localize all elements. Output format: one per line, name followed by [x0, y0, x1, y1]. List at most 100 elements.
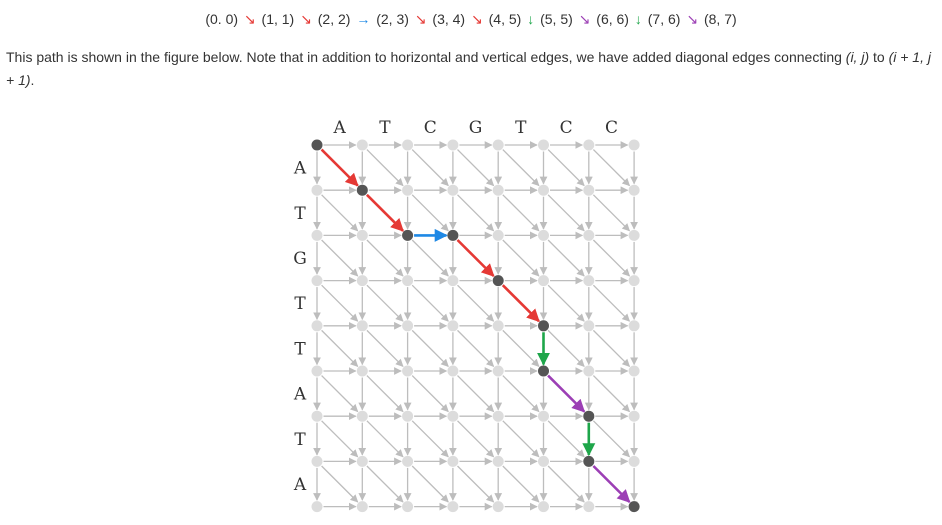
grid-node: [538, 275, 549, 287]
grid-node: [628, 320, 640, 332]
grid-node: [447, 410, 459, 422]
top-sequence-letter: C: [560, 118, 573, 138]
description-coordinate-from: (i, j): [845, 49, 870, 65]
grid-edge-diagonal: [457, 375, 495, 413]
grid-node: [402, 501, 414, 513]
grid-edge-diagonal: [592, 420, 631, 458]
grid-edge-diagonal: [592, 284, 631, 322]
path-node: [583, 410, 595, 422]
path-node: [492, 275, 504, 287]
path-node: [583, 455, 595, 467]
grid-edge-diagonal: [547, 194, 585, 232]
path-node-label: (5, 5): [540, 11, 573, 27]
path-node-label: (4, 5): [488, 11, 522, 27]
grid-node: [628, 275, 640, 287]
path-node: [447, 229, 459, 241]
grid-edge-diagonal: [411, 329, 449, 367]
grid-node: [538, 501, 549, 513]
grid-edge-diagonal: [502, 149, 540, 187]
path-node: [402, 229, 414, 241]
grid-node: [538, 455, 549, 467]
grid-edge-diagonal: [502, 194, 540, 232]
grid-node: [447, 365, 459, 377]
grid-node: [538, 410, 549, 422]
grid-edges: [313, 141, 638, 511]
grid-edge-diagonal: [547, 465, 585, 503]
top-sequence-letter: A: [333, 118, 347, 138]
grid-node: [402, 275, 414, 287]
grid-node: [583, 184, 595, 196]
grid-edge-diagonal: [366, 375, 404, 413]
grid-node: [311, 229, 323, 241]
left-sequence-letter: A: [293, 385, 307, 405]
grid-node: [402, 184, 414, 196]
grid-edge-diagonal: [321, 465, 359, 503]
grid-edge-diagonal: [502, 375, 540, 413]
grid-edge-diagonal: [592, 239, 631, 277]
grid-node: [311, 455, 323, 467]
path-step-arrow-icon: ↘: [574, 11, 595, 27]
grid-node: [356, 365, 368, 377]
grid-node: [492, 320, 504, 332]
grid-edge-diagonal: [366, 329, 404, 367]
path-edge: [501, 284, 540, 323]
grid-edge-diagonal: [547, 239, 585, 277]
grid-edge-diagonal: [457, 465, 495, 503]
grid-edge-diagonal: [366, 239, 404, 277]
left-sequence-letter: T: [294, 294, 306, 314]
grid-node: [492, 501, 504, 513]
grid-node: [311, 320, 323, 332]
grid-edge-diagonal: [411, 149, 449, 187]
grid-node: [583, 501, 595, 513]
grid-node: [402, 365, 414, 377]
grid-node: [311, 275, 323, 287]
grid-node: [628, 365, 640, 377]
grid-node: [492, 139, 504, 151]
grid-edge-diagonal: [321, 420, 359, 458]
grid-node: [356, 455, 368, 467]
path-node-label: (7, 6): [647, 11, 681, 27]
path-node-label: (1, 1): [261, 11, 295, 27]
grid-node: [402, 455, 414, 467]
grid-node: [538, 139, 549, 151]
path-node-label: (2, 3): [376, 11, 409, 27]
left-sequence-letter: T: [294, 339, 306, 359]
grid-edge-diagonal: [592, 375, 631, 413]
grid-node: [628, 139, 640, 151]
alignment-path: [311, 139, 640, 513]
grid-edge-diagonal: [411, 284, 449, 322]
grid-edge-diagonal: [366, 149, 404, 187]
top-sequence-letter: G: [469, 118, 483, 138]
grid-edge-diagonal: [366, 465, 404, 503]
grid-edge-diagonal: [547, 284, 585, 322]
grid-edge-diagonal: [502, 420, 540, 458]
grid-node: [583, 139, 595, 151]
path-node-label: (2, 2): [317, 11, 351, 27]
grid-node: [311, 410, 323, 422]
grid-node: [447, 184, 459, 196]
grid-node: [356, 320, 368, 332]
grid-node: [356, 229, 368, 241]
grid-edge-diagonal: [321, 194, 359, 232]
grid-node: [447, 455, 459, 467]
grid-edge-diagonal: [547, 149, 585, 187]
left-sequence-letter: T: [294, 430, 306, 450]
grid-node: [628, 229, 640, 241]
grid-node: [583, 229, 595, 241]
grid-node: [447, 139, 459, 151]
grid-node: [628, 455, 640, 467]
grid-edge-diagonal: [457, 194, 495, 232]
grid-node: [628, 410, 640, 422]
grid-node: [402, 410, 414, 422]
path-step-arrow-icon: ↘: [240, 11, 260, 27]
path-edge: [365, 193, 404, 232]
grid-edge-diagonal: [457, 149, 495, 187]
path-step-arrow-icon: ↓: [630, 11, 646, 27]
top-sequence-letter: C: [605, 118, 618, 138]
grid-edge-diagonal: [457, 420, 495, 458]
path-node: [311, 139, 323, 151]
grid-node: [356, 501, 368, 513]
path-edge: [456, 239, 495, 277]
path-node: [538, 365, 549, 377]
